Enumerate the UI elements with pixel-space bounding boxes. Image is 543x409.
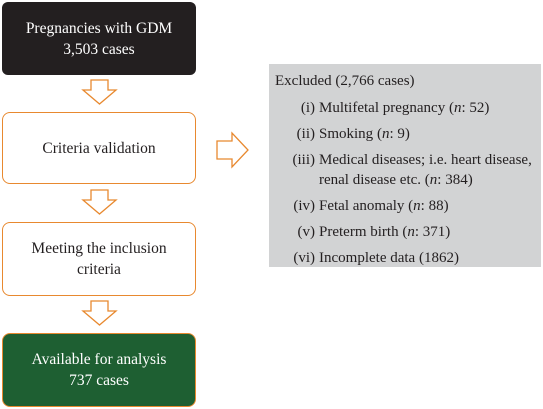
excluded-item-number: (v)	[297, 224, 316, 240]
excluded-item-number: (iv)	[293, 198, 315, 214]
final-box-title: Available for analysis	[31, 351, 167, 368]
excluded-item-number: (i)	[300, 100, 315, 116]
box-excluded: Excluded (2,766 cases) (i) Multifetal pr…	[269, 64, 541, 267]
excluded-item-text: Incomplete data (1862)	[319, 250, 459, 266]
down-arrow-2	[81, 189, 118, 215]
criteria-box-title: Criteria validation	[42, 139, 156, 157]
excluded-item: (iv) Fetal anomaly (n: 88)	[275, 196, 541, 216]
excluded-item-text: Preterm birth (n: 371)	[319, 224, 451, 240]
excluded-item-number: (ii)	[296, 126, 315, 142]
excluded-item: (v) Preterm birth (n: 371)	[275, 222, 541, 242]
box-meeting-inclusion-criteria: Meeting the inclusion criteria	[2, 222, 196, 296]
excluded-item: (ii) Smoking (n: 9)	[275, 124, 541, 144]
excluded-item-text: Smoking (n: 9)	[319, 126, 410, 142]
excluded-item: (vi) Incomplete data (1862)	[275, 248, 541, 268]
inclusion-box-line2: criteria	[77, 261, 121, 278]
final-box-count: 737 cases	[69, 372, 129, 389]
excluded-item-text: Medical diseases; i.e. heart disease,ren…	[319, 152, 532, 188]
excluded-item-text: Fetal anomaly (n: 88)	[319, 198, 449, 214]
box-pregnancies-with-gdm: Pregnancies with GDM 3,503 cases	[2, 2, 196, 75]
start-box-title: Pregnancies with GDM	[25, 19, 173, 37]
inclusion-box-line1: Meeting the inclusion	[31, 240, 167, 257]
right-arrow	[216, 131, 249, 169]
excluded-item: (iii) Medical diseases; i.e. heart disea…	[275, 150, 541, 190]
down-arrow-1	[81, 79, 118, 105]
box-criteria-validation: Criteria validation	[2, 112, 196, 184]
excluded-item-number: (vi)	[293, 250, 315, 266]
excluded-item-number: (iii)	[292, 152, 316, 168]
excluded-title: Excluded (2,766 cases)	[275, 73, 415, 89]
down-arrow-3	[81, 300, 118, 326]
box-available-for-analysis: Available for analysis 737 cases	[2, 333, 196, 407]
excluded-item: (i) Multifetal pregnancy (n: 52)	[275, 98, 541, 118]
excluded-item-text: Multifetal pregnancy (n: 52)	[319, 100, 490, 116]
start-box-count: 3,503 cases	[63, 40, 135, 58]
